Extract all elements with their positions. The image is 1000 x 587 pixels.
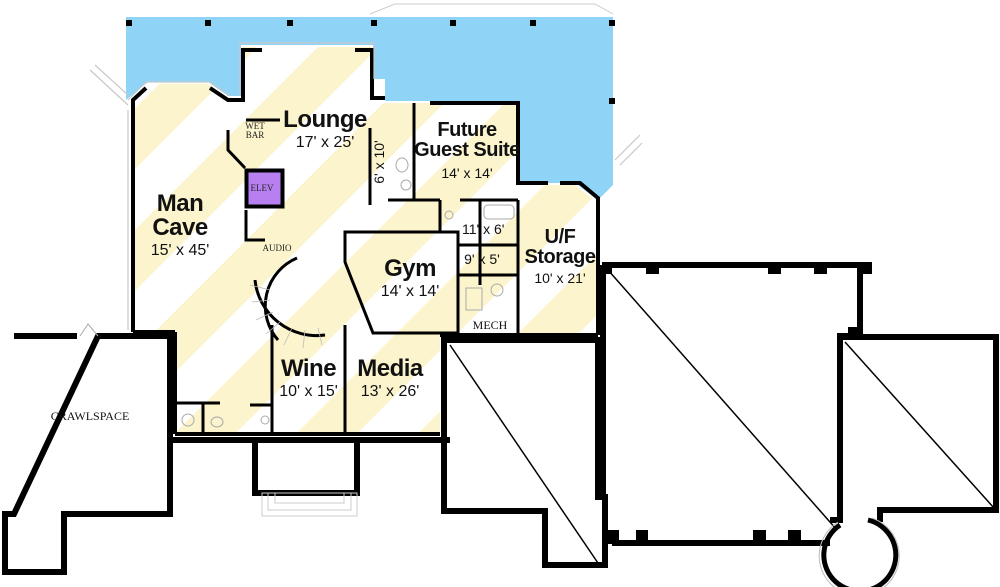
room-name: Lounge — [283, 106, 367, 133]
room-label-gym: Gym 14' x 14' — [370, 257, 450, 300]
room-label-closet-9x5: 9' x 5' — [462, 252, 502, 266]
room-label-wine: Wine 10' x 15' — [272, 357, 345, 400]
room-dims: 10' x 21' — [534, 270, 586, 286]
elevator — [247, 171, 282, 206]
wet-bar-label-line2: BAR — [245, 130, 265, 140]
room-dims: 6' x 10' — [371, 140, 387, 184]
wet-bar-label-line1: WET — [245, 121, 265, 131]
room-dims: 9' x 5' — [464, 251, 500, 267]
elevator-label-text: ELEV — [250, 183, 274, 193]
room-dims: 10' x 15' — [279, 383, 338, 400]
room-name: Future — [437, 119, 497, 141]
room-dims: 17' x 25' — [295, 134, 355, 151]
walls — [131, 48, 600, 436]
room-dims: 13' x 26' — [360, 383, 420, 400]
room-label-man-cave: Man Cave 15' x 45' — [140, 192, 220, 259]
room-name: U/F — [544, 226, 576, 248]
room-name: Guest Suite — [414, 139, 520, 161]
elevator-label: ELEV — [249, 184, 275, 193]
room-label-uf-storage: U/F Storage 10' x 21' — [520, 227, 600, 285]
interior-walls — [175, 103, 520, 432]
audio-label-text: AUDIO — [262, 243, 292, 253]
room-name: Gym — [384, 255, 436, 282]
room-name: Cave — [152, 214, 208, 241]
room-label-media: Media 13' x 26' — [350, 357, 430, 400]
room-name: Wine — [280, 355, 337, 382]
mech-label: MECH — [462, 319, 518, 331]
finished-area — [133, 47, 597, 432]
room-dims: 14' x 14' — [441, 165, 493, 181]
room-dims: 11' x 6' — [462, 221, 505, 237]
room-name: Storage — [524, 246, 596, 268]
room-label-future-guest-suite: Future Guest Suite 14' x 14' — [413, 120, 521, 180]
audio-label: AUDIO — [259, 244, 295, 253]
covered-patio — [126, 17, 613, 200]
crawlspace-area — [2, 333, 173, 575]
room-label-lounge: Lounge 17' x 25' — [280, 108, 370, 151]
room-label-bath-6x10: 6' x 10' — [371, 137, 387, 187]
room-dims: 14' x 14' — [380, 283, 440, 300]
room-name: Man — [156, 190, 204, 217]
crawlspace-label-text: CRAWLSPACE — [50, 409, 130, 423]
wet-bar-label: WET BAR — [240, 122, 270, 140]
spiral-stair — [249, 256, 326, 349]
crawlspace-label: CRAWLSPACE — [20, 410, 160, 422]
bay-window — [252, 437, 360, 496]
mech-label-text: MECH — [472, 318, 508, 332]
room-label-bath-11x6: 11' x 6' — [462, 221, 505, 237]
room-name: Media — [357, 355, 423, 382]
patio-columns — [126, 20, 615, 104]
room-dims: 15' x 45' — [150, 242, 210, 259]
